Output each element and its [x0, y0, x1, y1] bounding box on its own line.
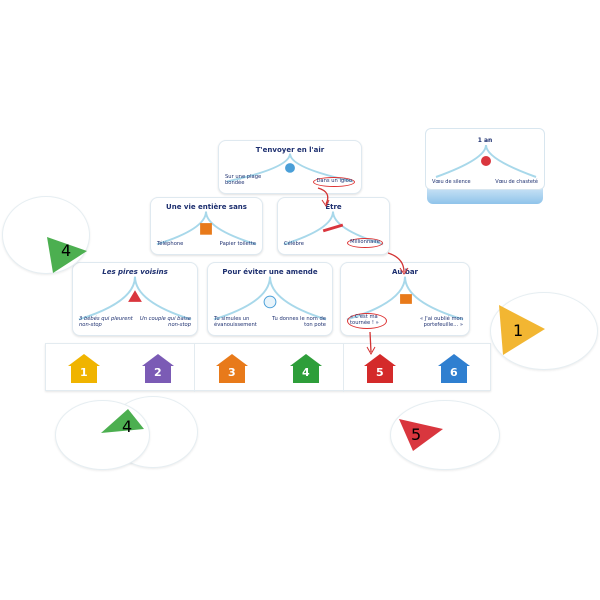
box-card-title: 1 an [477, 137, 493, 144]
house-4[interactable]: 4 [288, 352, 324, 384]
house-number: 6 [450, 366, 458, 379]
puzzle-seam [194, 344, 195, 392]
card-option-left[interactable]: Tu simules un évanouissement [214, 316, 257, 329]
house-3[interactable]: 3 [214, 352, 250, 384]
card-option-left[interactable]: Téléphone [157, 241, 184, 248]
dilemma-card-3[interactable]: Être Célèbre Millionnaire [277, 197, 390, 255]
house-2[interactable]: 2 [140, 352, 176, 384]
dilemma-card-1[interactable]: T'envoyer en l'air Sur une plage bondée … [218, 140, 362, 194]
card-title: Les pires voisins [102, 268, 168, 276]
card-option-left[interactable]: Célèbre [284, 241, 304, 248]
card-option-right[interactable]: Papier toilette [219, 241, 256, 248]
disc-sector [399, 419, 443, 451]
card-option-left[interactable]: 3 bébés qui pleurent non-stop [79, 316, 133, 329]
disc-sector [47, 237, 87, 273]
houses-track: 1 2 3 4 5 6 [45, 343, 491, 392]
player-disc-3[interactable]: 4 [55, 400, 150, 470]
house-5[interactable]: 5 [362, 352, 398, 384]
house-number: 3 [228, 366, 236, 379]
puzzle-seam [343, 344, 344, 392]
fork-lines [156, 211, 257, 246]
card-title: Pour éviter une amende [222, 268, 318, 276]
box-card-left: Vœu de silence [432, 179, 471, 185]
house-number: 2 [154, 366, 162, 379]
fork-lines [213, 276, 327, 321]
fork-lines [435, 144, 537, 178]
dilemma-card-6[interactable]: Au bar « C'est ma tournée ! » « J'ai oub… [340, 262, 470, 336]
dilemma-card-4[interactable]: Les pires voisins 3 bébés qui pleurent n… [72, 262, 198, 336]
card-option-right[interactable]: Un couple qui baise non-stop [139, 316, 191, 329]
player-disc-2[interactable]: 1 [490, 292, 598, 370]
house-6[interactable]: 6 [436, 352, 472, 384]
disc-number: 4 [61, 241, 72, 260]
box-card: 1 an Vœu de silence Vœu de chasteté [425, 128, 545, 190]
card-option-right[interactable]: Dans un igloo [313, 177, 355, 187]
player-disc-1[interactable]: 4 [2, 196, 90, 274]
player-disc-4[interactable]: 5 [390, 400, 500, 470]
card-option-right[interactable]: Millionnaire [347, 238, 383, 248]
disc-sector [101, 409, 144, 433]
card-title: Être [325, 203, 342, 211]
dilemma-card-2[interactable]: Une vie entière sans Téléphone Papier to… [150, 197, 263, 255]
house-1[interactable]: 1 [66, 352, 102, 384]
monk-icon [481, 156, 491, 166]
card-option-left[interactable]: « C'est ma tournée ! » [347, 313, 387, 329]
card-title: Une vie entière sans [166, 203, 247, 211]
box-card-right: Vœu de chasteté [495, 179, 538, 185]
house-number: 4 [302, 366, 310, 379]
card-box: 1 an Vœu de silence Vœu de chasteté [425, 128, 545, 206]
disc-number: 5 [411, 425, 422, 444]
disc-number: 4 [122, 417, 133, 436]
card-option-left[interactable]: Sur une plage bondée [225, 174, 262, 187]
dilemma-card-5[interactable]: Pour éviter une amende Tu simules un éva… [207, 262, 333, 336]
disc-sector [499, 305, 545, 355]
card-option-right[interactable]: Tu donnes le nom de ton pote [272, 316, 326, 329]
disc-number: 1 [513, 321, 524, 340]
card-option-right[interactable]: « J'ai oublié mon portefeuille... » [419, 316, 463, 329]
box-side [427, 186, 543, 204]
card-title: T'envoyer en l'air [255, 146, 325, 154]
card-title: Au bar [391, 268, 419, 276]
house-number: 1 [80, 366, 88, 379]
house-number: 5 [376, 366, 384, 379]
fork-lines [78, 276, 192, 321]
